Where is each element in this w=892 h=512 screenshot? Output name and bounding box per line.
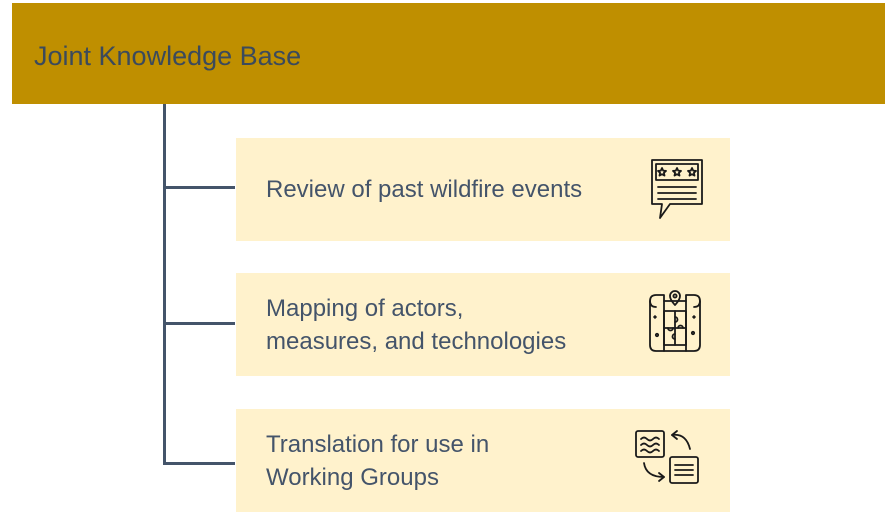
tree-trunk-line [163,104,166,464]
card-mapping-text: Mapping of actors, measures, and technol… [266,273,566,376]
header-bar: Joint Knowledge Base [12,3,885,104]
card-mapping-line-1: Mapping of actors, [266,294,464,322]
card-review: Review of past wildfire events [236,138,730,241]
tree-branch-3 [163,462,235,465]
card-translation-line-2: Working Groups [266,463,439,491]
review-rating-icon [640,154,710,224]
tree-branch-2 [163,322,235,325]
card-translation: Translation for use in Working Groups [236,409,730,512]
header-title: Joint Knowledge Base [34,41,302,71]
card-review-text: Review of past wildfire events [266,138,582,241]
card-mapping-line-2: measures, and technologies [266,327,567,355]
card-translation-line-1: Translation for use in [266,430,490,458]
card-mapping: Mapping of actors, measures, and technol… [236,273,730,376]
document-exchange-icon [632,421,702,491]
puzzle-map-icon [640,289,710,359]
tree-branch-1 [163,186,235,189]
card-review-line-1: Review of past wildfire events [266,176,583,203]
card-translation-text: Translation for use in Working Groups [266,409,489,512]
